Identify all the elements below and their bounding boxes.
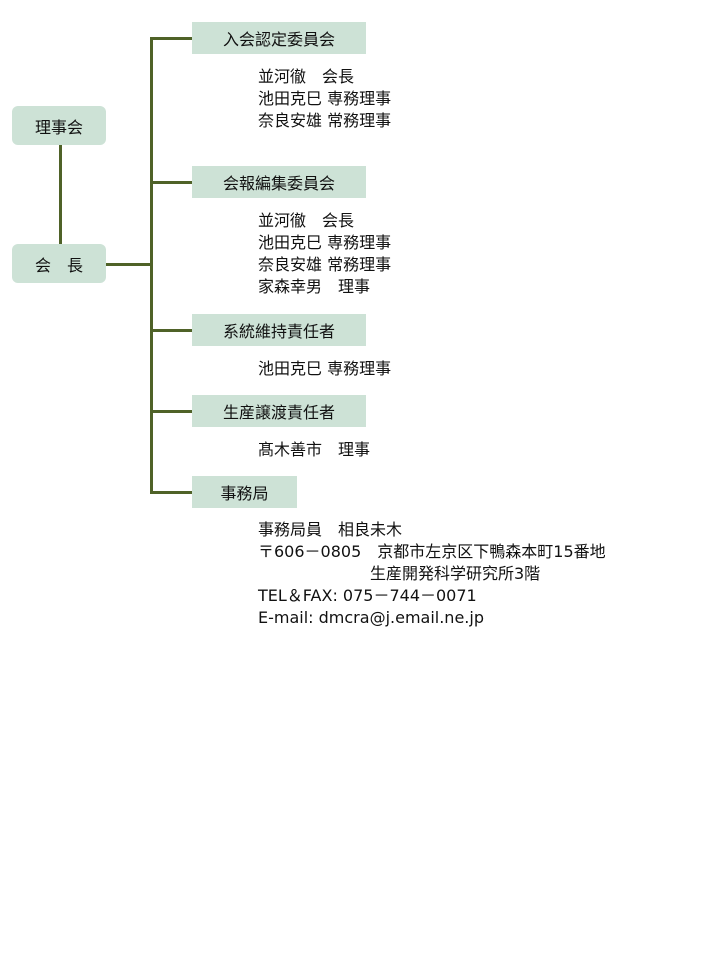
committee-box-transfer: 生産譲渡責任者 xyxy=(192,395,366,427)
branch-line xyxy=(150,329,192,332)
president-box: 会 長 xyxy=(12,244,106,283)
member: 池田克巳 専務理事 xyxy=(258,359,392,378)
committee-members-admission: 並河徹 会長池田克巳 専務理事奈良安雄 常務理事 xyxy=(258,66,391,132)
committee-box-editorial: 会報編集委員会 xyxy=(192,166,366,198)
member: 池田克巳 専務理事 xyxy=(258,89,392,108)
secretariat-address-line2: 生産開発科学研究所3階 xyxy=(258,564,541,583)
branch-line xyxy=(150,37,192,40)
member: 髙木善市 理事 xyxy=(258,440,371,459)
member: 家森幸男 理事 xyxy=(258,277,371,296)
secretariat-staff: 事務局員 相良未木 xyxy=(258,520,403,539)
spine-line xyxy=(150,37,153,494)
member: 奈良安雄 常務理事 xyxy=(258,255,392,274)
branch-line xyxy=(150,491,192,494)
connector-board-president xyxy=(59,145,62,244)
member: 並河徹 会長 xyxy=(258,67,355,86)
member: 池田克巳 専務理事 xyxy=(258,233,392,252)
connector-president-spine xyxy=(106,263,152,266)
committee-box-strain: 系統維持責任者 xyxy=(192,314,366,346)
committee-box-admission: 入会認定委員会 xyxy=(192,22,366,54)
committee-members-transfer: 髙木善市 理事 xyxy=(258,439,370,461)
secretariat-phone: TEL＆FAX: 075－744－0071 xyxy=(258,586,477,605)
secretariat-details: 事務局員 相良未木〒606－0805 京都市左京区下鴨森本町15番地 生産開発科… xyxy=(258,519,606,629)
committee-box-secretariat: 事務局 xyxy=(192,476,297,508)
secretariat-email: E-mail: dmcra@j.email.ne.jp xyxy=(258,608,484,627)
committee-members-editorial: 並河徹 会長池田克巳 専務理事奈良安雄 常務理事家森幸男 理事 xyxy=(258,210,391,298)
branch-line xyxy=(150,181,192,184)
member: 奈良安雄 常務理事 xyxy=(258,111,392,130)
branch-line xyxy=(150,410,192,413)
secretariat-address: 〒606－0805 京都市左京区下鴨森本町15番地 xyxy=(258,542,606,561)
committee-members-strain: 池田克巳 専務理事 xyxy=(258,358,391,380)
member: 並河徹 会長 xyxy=(258,211,355,230)
board-box: 理事会 xyxy=(12,106,106,145)
